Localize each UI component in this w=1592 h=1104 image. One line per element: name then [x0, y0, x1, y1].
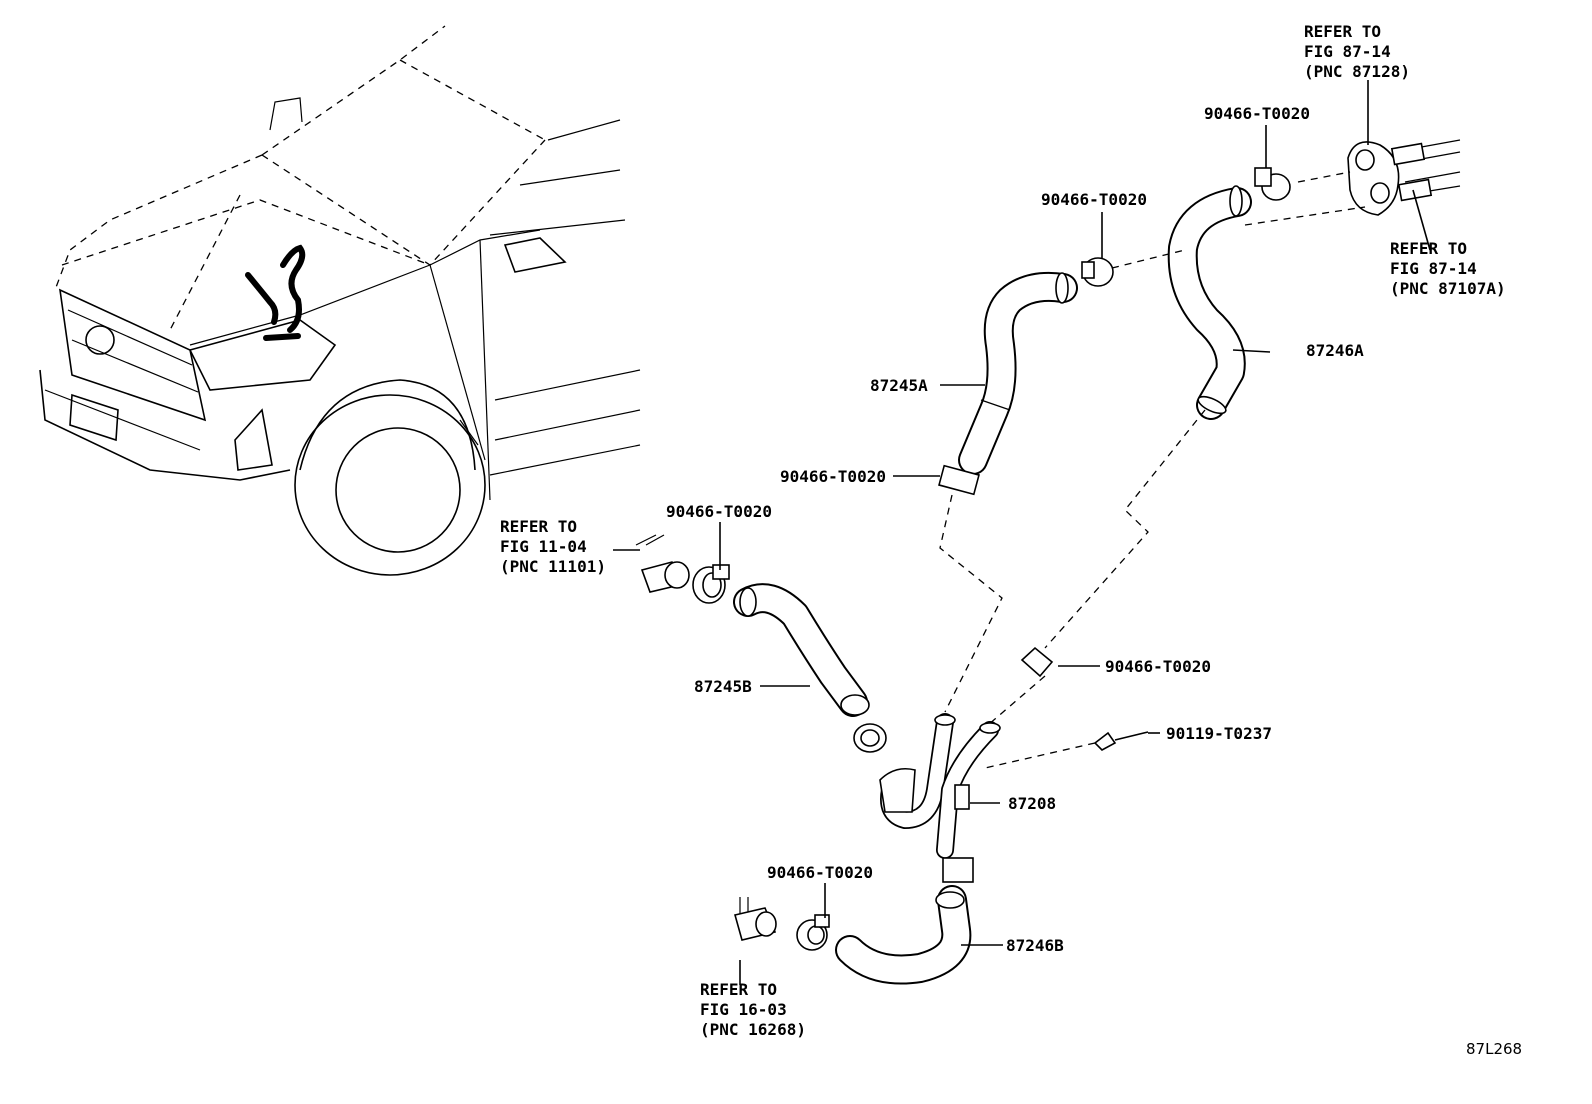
ref-bottom-line2: FIG 16-03: [700, 1000, 787, 1019]
vehicle-illustration: [39, 25, 641, 576]
label-clamp-bottom: 90466-T0020: [767, 863, 873, 882]
hose-87245a: [958, 271, 1078, 475]
label-clamp-mid-top: 90466-T0020: [1041, 190, 1147, 209]
hose-87246a: [1167, 185, 1252, 420]
clamp-lower-left: [853, 723, 887, 753]
clamp-right-small: [1020, 646, 1054, 678]
clamp-top-right: [1254, 167, 1291, 201]
clamp-bottom: [796, 914, 830, 951]
ref-top-right-line1: REFER TO: [1304, 22, 1381, 41]
figure-code: 87L268: [1466, 1040, 1522, 1058]
clamp-left: [692, 564, 730, 604]
ref-top-right-line2: FIG 87-14: [1304, 42, 1391, 61]
ref-top-right-line3: (PNC 87128): [1304, 62, 1410, 81]
labels: REFER TO FIG 87-14 (PNC 87128) 90466-T00…: [500, 22, 1522, 1058]
clamp-mid-left: [938, 464, 980, 496]
label-clamp-right: 90466-T0020: [1105, 657, 1211, 676]
ref-left-line2: FIG 11-04: [500, 537, 587, 556]
label-87246a: 87246A: [1306, 341, 1364, 360]
ref-bottom-line1: REFER TO: [700, 980, 777, 999]
bolt-90119: [1093, 731, 1149, 751]
label-87245a: 87245A: [870, 376, 928, 395]
hose-87246b: [835, 885, 972, 985]
ref-right-line3: (PNC 87107A): [1390, 279, 1506, 298]
connection-lines: [939, 171, 1366, 769]
label-87246b: 87246B: [1006, 936, 1064, 955]
fitting-left-pipe: [635, 534, 690, 593]
label-87208: 87208: [1008, 794, 1056, 813]
ref-bottom-line3: (PNC 16268): [700, 1020, 806, 1039]
label-87245b: 87245B: [694, 677, 752, 696]
ref-right-line2: FIG 87-14: [1390, 259, 1477, 278]
hose-87245b: [733, 583, 870, 717]
label-clamp-mid-left: 90466-T0020: [780, 467, 886, 486]
label-clamp-top-right: 90466-T0020: [1204, 104, 1310, 123]
heater-unit-flange: [1347, 139, 1461, 216]
label-clamp-left: 90466-T0020: [666, 502, 772, 521]
label-90119-t0237: 90119-T0237: [1166, 724, 1272, 743]
fitting-bottom-pipe: [734, 897, 777, 941]
ref-left-line1: REFER TO: [500, 517, 577, 536]
ref-left-line3: (PNC 11101): [500, 557, 606, 576]
clamp-mid-top: [1081, 257, 1114, 287]
ref-right-line1: REFER TO: [1390, 239, 1467, 258]
leader-lines: [613, 80, 1431, 985]
pipe-assembly-87208: [879, 713, 1001, 883]
